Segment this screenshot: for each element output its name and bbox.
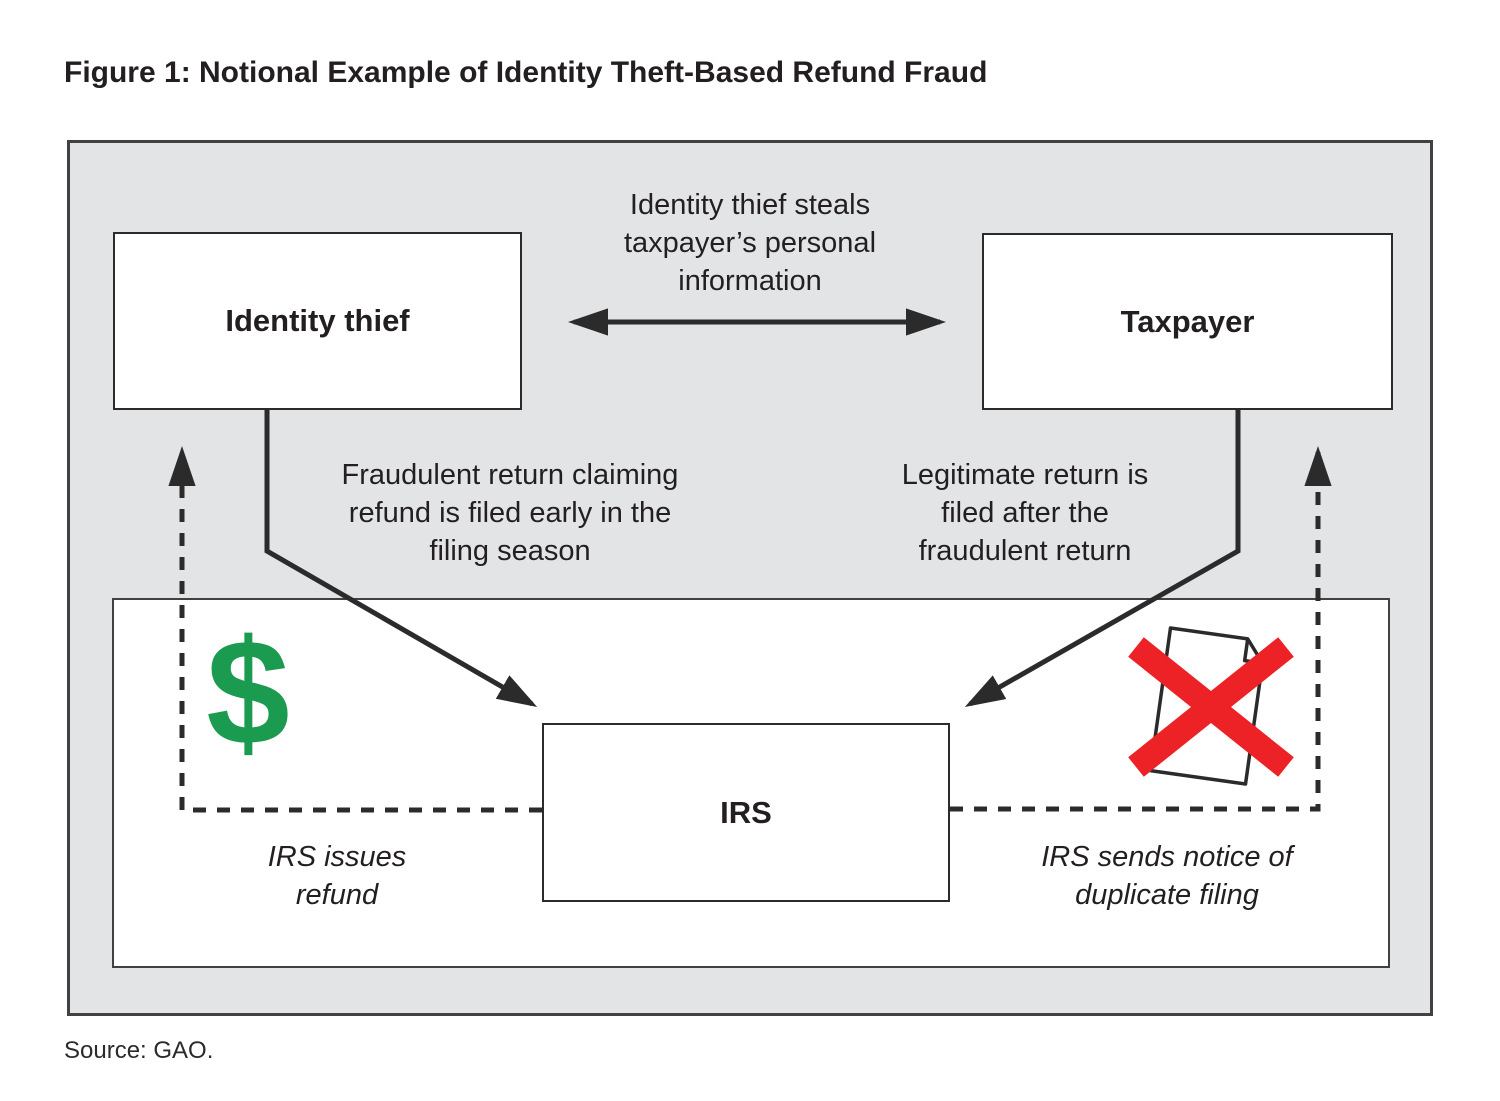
steal-info-label-line1: Identity thief steals (629, 189, 871, 221)
fraudulent-return-label-line2: refund is filed early in the (348, 497, 672, 529)
fraudulent-return-label: Fraudulent return claiming refund is fil… (285, 456, 735, 570)
irs-notice-label-line2: duplicate filing (1075, 879, 1259, 911)
node-taxpayer: Taxpayer (982, 233, 1393, 410)
source-note: Source: GAO. (64, 1037, 214, 1064)
node-identity-thief-label: Identity thief (225, 303, 410, 338)
legitimate-return-label-line2: filed after the (941, 497, 1109, 529)
steal-info-label-line2: taxpayer’s personal (623, 227, 877, 259)
fraudulent-return-label-line3: filing season (429, 535, 591, 567)
steal-info-label-line3: information (678, 265, 822, 297)
irs-notice-label-line1: IRS sends notice of (1041, 841, 1293, 873)
node-irs: IRS (542, 723, 950, 902)
dollar-icon: $ (206, 608, 290, 776)
figure-title: Figure 1: Notional Example of Identity T… (64, 56, 988, 89)
node-identity-thief: Identity thief (113, 232, 522, 410)
legitimate-return-label: Legitimate return is filed after the fra… (805, 456, 1245, 570)
irs-issues-refund-label-line2: refund (295, 879, 379, 911)
irs-issues-refund-label: IRS issues refund (187, 838, 487, 914)
irs-issues-refund-label-line1: IRS issues (267, 841, 407, 873)
irs-notice-label: IRS sends notice of duplicate filing (967, 838, 1367, 914)
node-irs-label: IRS (720, 794, 772, 830)
steal-info-label: Identity thief steals taxpayer’s persona… (525, 186, 975, 300)
node-taxpayer-label: Taxpayer (1120, 303, 1255, 339)
legitimate-return-label-line1: Legitimate return is (901, 459, 1149, 491)
legitimate-return-label-line3: fraudulent return (918, 535, 1132, 567)
fraudulent-return-label-line1: Fraudulent return claiming (341, 459, 679, 491)
